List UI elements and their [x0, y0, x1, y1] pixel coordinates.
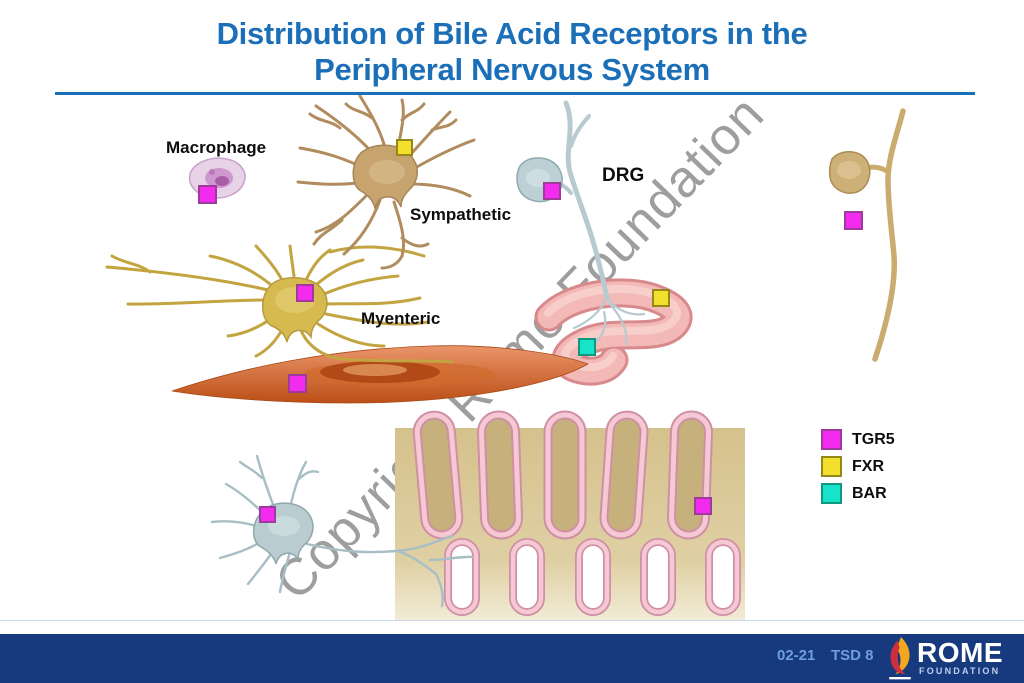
label-sympathetic: Sympathetic [410, 205, 512, 224]
slide-title: Distribution of Bile Acid Receptors in t… [0, 16, 1024, 88]
sympathetic-neuron-graphic [296, 94, 476, 270]
receptor-marker-tgr5-mucosa-villi [694, 497, 712, 515]
footer-bar: 02-21 TSD 8 ROME FOUNDATION [0, 634, 1024, 683]
receptor-marker-fxr-sympathetic-neuron [396, 139, 413, 156]
label-myenteric: Myenteric [361, 309, 441, 328]
brand-sub: FOUNDATION [919, 666, 1001, 676]
receptor-marker-tgr5-drg-neuron [543, 182, 561, 200]
receptor-marker-tgr5-submucosal-neuron [259, 506, 276, 523]
label-macrophage: Macrophage [166, 138, 267, 157]
label-drg: DRG [602, 165, 645, 186]
legend-label: BAR [852, 484, 887, 502]
title-divider [55, 92, 975, 95]
extrinsic-afferent-graphic [828, 108, 906, 362]
intestinal-mucosa-graphic [395, 410, 745, 620]
title-line-1: Distribution of Bile Acid Receptors in t… [216, 16, 808, 51]
title-line-2: Peripheral Nervous System [314, 52, 710, 87]
flame-icon [889, 637, 911, 680]
legend-item-fxr: FXR [821, 456, 895, 477]
legend-swatch-tgr5 [821, 429, 842, 450]
legend-label: TGR5 [852, 430, 895, 448]
legend-item-tgr5: TGR5 [821, 429, 895, 450]
slide-edge-line [0, 620, 1024, 621]
receptor-marker-bar-intestine [578, 338, 596, 356]
brand-name: ROME [917, 637, 1003, 668]
legend-swatch-fxr [821, 456, 842, 477]
legend-label: FXR [852, 457, 884, 475]
drg-neuron-graphic [516, 100, 646, 348]
slide-code: 02-21 [777, 647, 816, 664]
myenteric-neuron-graphic [105, 244, 454, 364]
legend-item-bar: BAR [821, 483, 895, 504]
legend-swatch-bar [821, 483, 842, 504]
receptor-marker-fxr-intestine [652, 289, 670, 307]
slide-id: TSD 8 [831, 647, 874, 664]
receptor-marker-tgr5-macrophage [198, 185, 217, 204]
receptor-marker-tgr5-myenteric-neuron [296, 284, 314, 302]
smooth-muscle-graphic [171, 345, 589, 404]
receptor-marker-tgr5-afferent-fiber [844, 211, 863, 230]
receptor-marker-tgr5-smooth-muscle [288, 374, 307, 393]
